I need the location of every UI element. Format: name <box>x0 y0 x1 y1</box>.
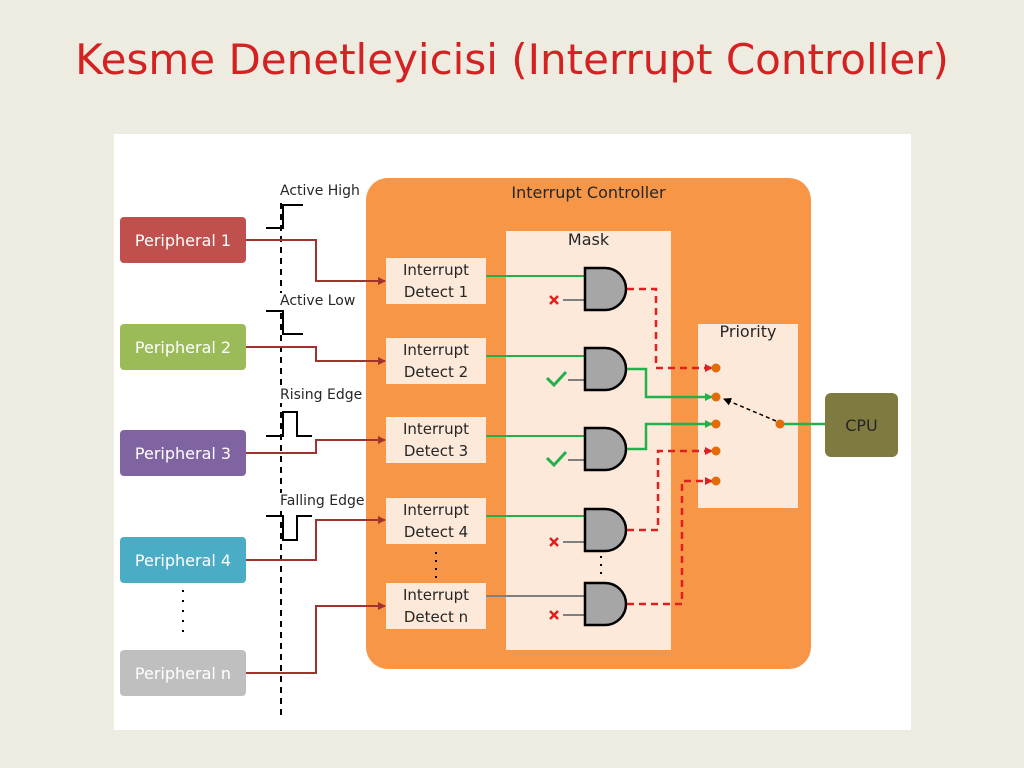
slide-title: Kesme Denetleyicisi (Interrupt Controlle… <box>75 35 949 84</box>
interrupt-controller-label: Interrupt Controller <box>511 183 666 202</box>
priority-input-3 <box>711 419 721 429</box>
signal-label-rising-edge: Rising Edge <box>279 387 364 403</box>
priority-selector-arrow <box>723 398 777 422</box>
active-high-waveform <box>266 204 303 229</box>
and-gate-n <box>583 581 628 627</box>
wire-peripheral-n <box>246 602 386 674</box>
blocked-mark-1 <box>549 295 559 305</box>
detect-line2: Detect 4 <box>403 523 469 541</box>
interrupt-detect-3: Interrupt Detect 3 <box>386 417 486 463</box>
interrupt-detect-2: Interrupt Detect 2 <box>386 338 486 384</box>
cpu-box: CPU <box>825 393 898 457</box>
peripheral-2: Peripheral 2 <box>120 324 246 370</box>
and-gate-2 <box>583 346 628 392</box>
priority-label: Priority <box>719 322 777 341</box>
priority-input-4 <box>711 446 721 456</box>
detect-line1: Interrupt <box>402 420 470 438</box>
wire-peripheral-1 <box>246 239 386 285</box>
active-low-waveform <box>266 310 303 335</box>
detect-line1: Interrupt <box>402 501 470 519</box>
interrupt-detect-1: Interrupt Detect 1 <box>386 258 486 304</box>
peripheral-3: Peripheral 3 <box>120 430 246 476</box>
falling-edge-waveform <box>266 515 312 541</box>
blocked-mark-n <box>549 610 559 620</box>
detect-line1: Interrupt <box>402 341 470 359</box>
interrupt-detect-4: Interrupt Detect 4 <box>386 498 486 544</box>
peripheral-n: Peripheral n <box>120 650 246 696</box>
detect-line2: Detect 1 <box>403 283 469 301</box>
enabled-check-3 <box>545 450 568 468</box>
interrupt-detect-n: Interrupt Detect n <box>386 583 486 629</box>
gate-n-output <box>627 477 713 606</box>
rising-edge-waveform <box>266 411 312 437</box>
peripheral-4: Peripheral 4 <box>120 537 246 583</box>
detect-line2: Detect n <box>403 608 469 626</box>
detect-line2: Detect 3 <box>403 442 469 460</box>
priority-input-5 <box>711 476 721 486</box>
peripheral-1: Peripheral 1 <box>120 217 246 263</box>
and-gate-3 <box>583 426 628 472</box>
and-gate-4 <box>583 507 628 553</box>
priority-output-dot <box>775 419 785 429</box>
signal-label-active-low: Active Low <box>279 293 357 309</box>
mask-label: Mask <box>567 230 610 249</box>
signal-label-active-high: Active High <box>279 183 361 199</box>
gate-3-output <box>627 420 713 451</box>
gate-2-output <box>627 367 713 401</box>
priority-input-2 <box>711 392 721 402</box>
priority-input-1 <box>711 363 721 373</box>
wire-peripheral-3 <box>246 436 386 454</box>
wire-peripheral-2 <box>246 346 386 365</box>
signal-label-falling-edge: Falling Edge <box>279 493 366 509</box>
detect-line2: Detect 2 <box>403 363 469 381</box>
gate-4-output <box>627 447 713 532</box>
enabled-check-2 <box>545 370 568 388</box>
and-gate-1 <box>583 266 628 312</box>
detect-line1: Interrupt <box>402 261 470 279</box>
detect-line1: Interrupt <box>402 586 470 604</box>
wire-peripheral-4 <box>246 516 386 561</box>
gate-1-output <box>627 287 713 372</box>
blocked-mark-4 <box>549 537 559 547</box>
